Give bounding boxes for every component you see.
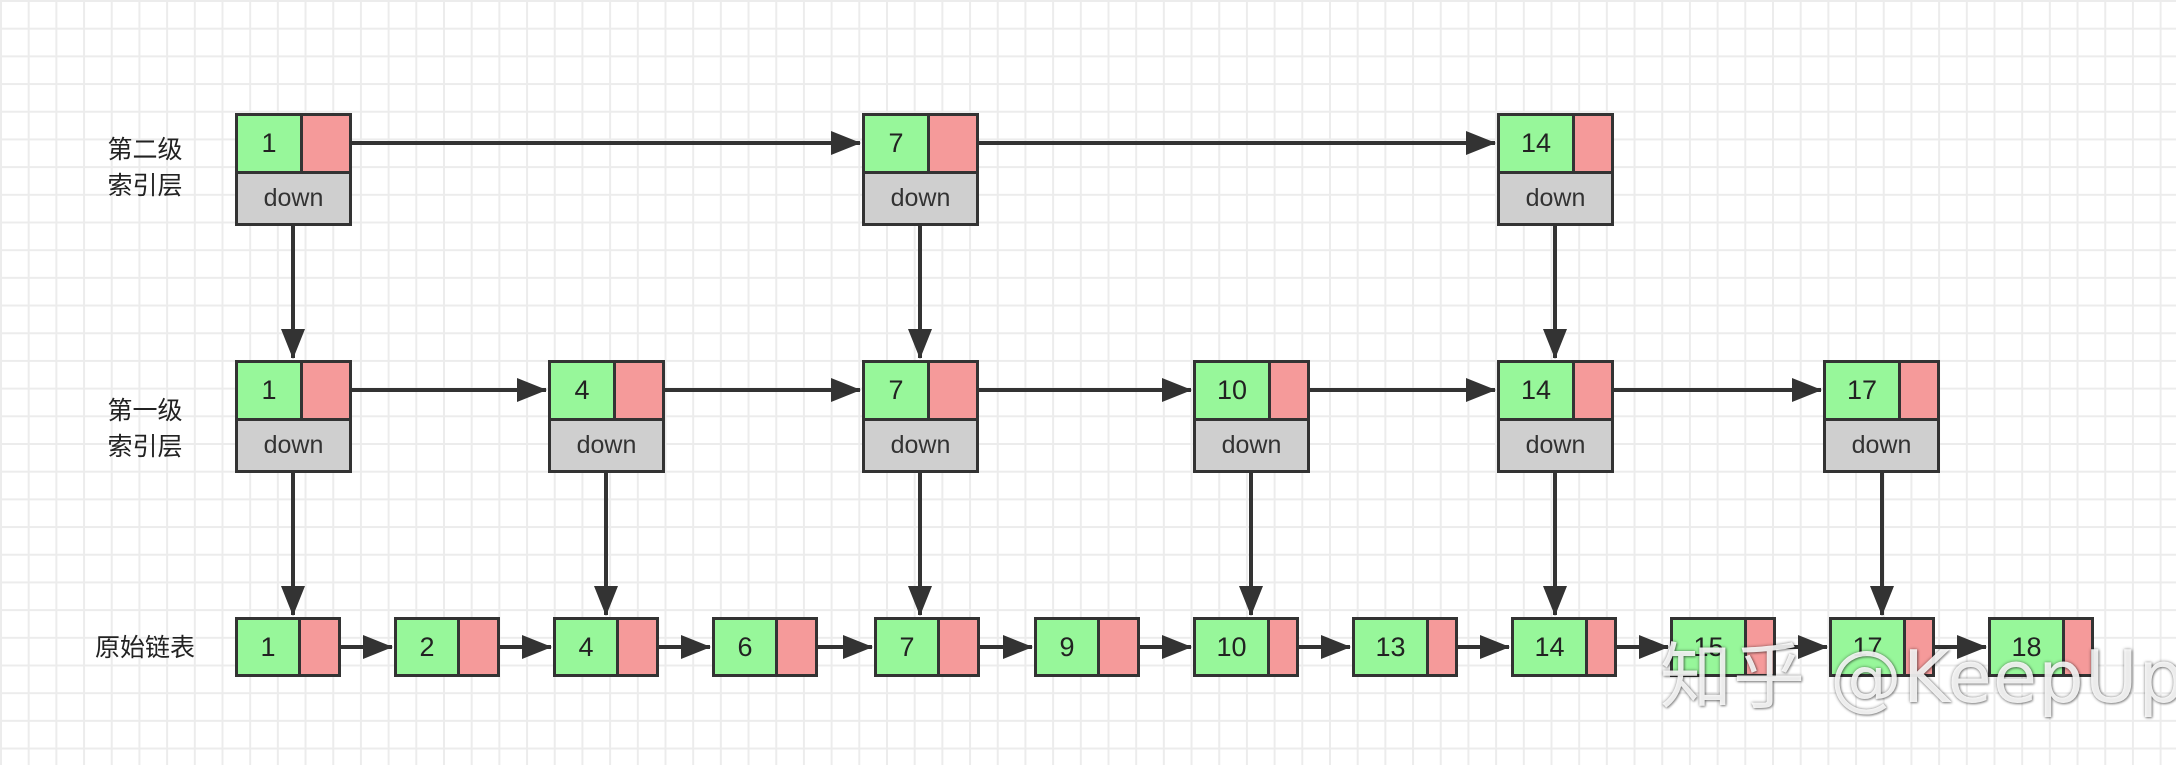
next-pointer (1100, 617, 1140, 677)
level2-label-line1: 第二级 (107, 135, 183, 164)
next-pointer (303, 113, 352, 174)
node-value: 1 (235, 617, 301, 677)
node-value: 6 (712, 617, 778, 677)
next-pointer (930, 113, 979, 174)
node-value: 1 (235, 360, 303, 421)
next-pointer (1575, 113, 1614, 174)
node-value: 1 (235, 113, 303, 174)
next-pointer (1747, 617, 1776, 677)
down-pointer: down (862, 174, 979, 226)
node-value: 7 (862, 360, 930, 421)
next-pointer (2065, 617, 2094, 677)
node-value: 15 (1670, 617, 1747, 677)
next-pointer (930, 360, 979, 421)
node-value: 14 (1511, 617, 1588, 677)
next-pointer (301, 617, 341, 677)
next-pointer (940, 617, 980, 677)
down-pointer: down (1497, 174, 1614, 226)
level1-label: 第一级 索引层 (75, 393, 215, 465)
next-pointer (1575, 360, 1614, 421)
down-pointer: down (1497, 421, 1614, 473)
next-pointer (1906, 617, 1935, 677)
down-pointer: down (235, 421, 352, 473)
node-value: 17 (1823, 360, 1901, 421)
next-pointer (1588, 617, 1617, 677)
down-pointer: down (1193, 421, 1310, 473)
node-value: 7 (862, 113, 930, 174)
node-value: 14 (1497, 113, 1575, 174)
level2-label: 第二级 索引层 (75, 132, 215, 204)
node-value: 9 (1034, 617, 1100, 677)
node-value: 2 (394, 617, 460, 677)
next-pointer (616, 360, 665, 421)
down-pointer: down (235, 174, 352, 226)
level2-label-line2: 索引层 (107, 171, 183, 200)
next-pointer (778, 617, 818, 677)
down-pointer: down (1823, 421, 1940, 473)
node-value: 13 (1352, 617, 1429, 677)
next-pointer (303, 360, 352, 421)
node-value: 14 (1497, 360, 1575, 421)
next-pointer (1901, 360, 1940, 421)
down-pointer: down (548, 421, 665, 473)
level1-label-line2: 索引层 (107, 432, 183, 461)
node-value: 17 (1829, 617, 1906, 677)
level0-label: 原始链表 (94, 633, 195, 662)
next-pointer (1429, 617, 1458, 677)
node-value: 10 (1193, 617, 1270, 677)
next-pointer (619, 617, 659, 677)
node-value: 18 (1988, 617, 2065, 677)
next-pointer (1271, 360, 1310, 421)
node-value: 7 (874, 617, 940, 677)
down-pointer: down (862, 421, 979, 473)
next-pointer (460, 617, 500, 677)
level1-label-line1: 第一级 (107, 396, 183, 425)
next-pointer (1270, 617, 1299, 677)
node-value: 10 (1193, 360, 1271, 421)
node-value: 4 (548, 360, 616, 421)
node-value: 4 (553, 617, 619, 677)
watermark: 知乎 @KeepUp (1660, 635, 2176, 719)
